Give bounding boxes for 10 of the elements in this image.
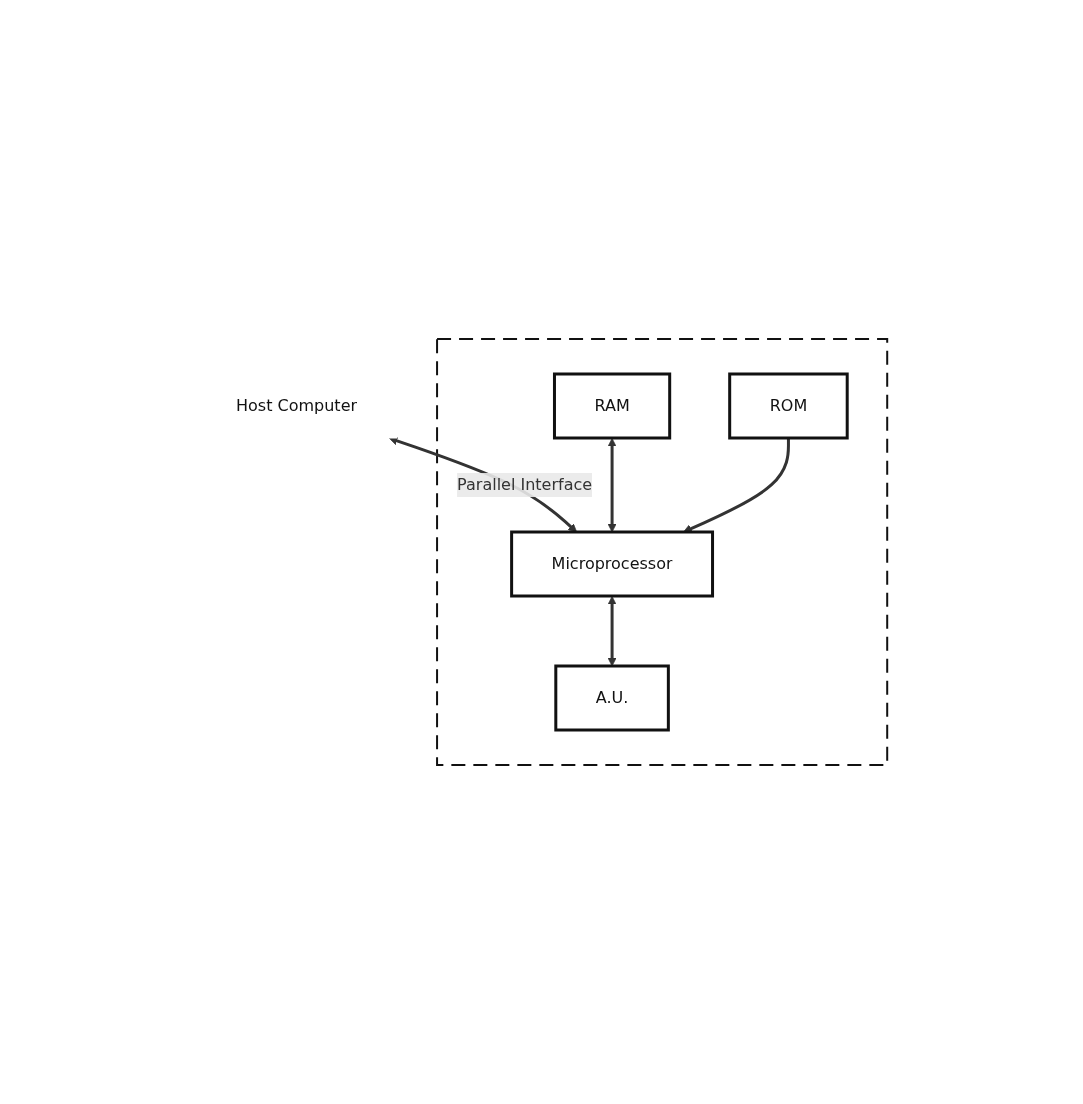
cluster bbox=[435, 338, 889, 766]
node-text: Host Computer bbox=[235, 396, 357, 415]
arrow bbox=[607, 438, 617, 533]
edge-label: Parallel Interface bbox=[456, 475, 592, 494]
node-box: RAM bbox=[552, 372, 672, 440]
node-box: A.U. bbox=[554, 664, 670, 732]
arrow bbox=[683, 438, 790, 533]
node-box: Microprocessor bbox=[510, 530, 714, 598]
arrow bbox=[607, 596, 617, 667]
node-box: ROM bbox=[728, 372, 849, 440]
